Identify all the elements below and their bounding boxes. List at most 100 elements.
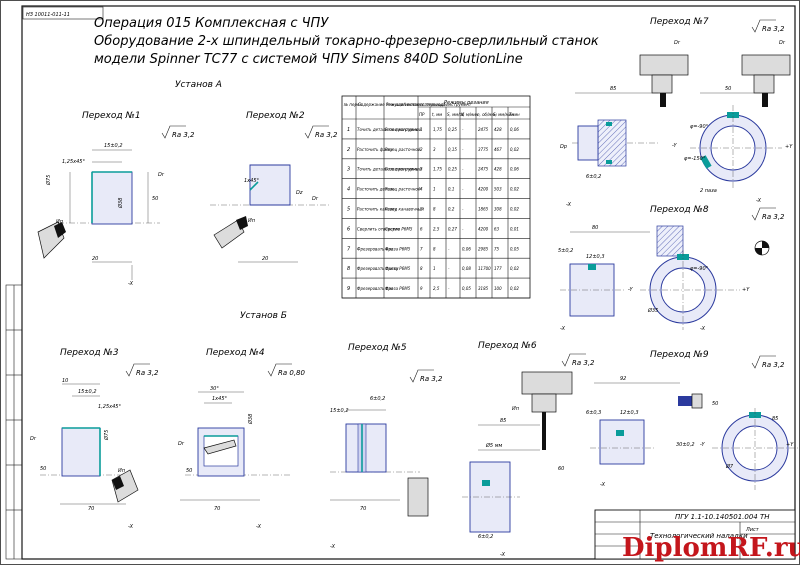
doc-title: Технологический наладки [650,532,748,540]
svg-text:1,25х45°: 1,25х45° [62,159,85,165]
svg-text:φ=-150°: φ=-150° [684,156,706,162]
svg-text:12±0,3: 12±0,3 [620,410,639,416]
svg-text:6±0,2: 6±0,2 [586,174,601,180]
transition-1: Переход №1 Ra 3,2 15±0,2 1,25х45° Ø75 20… [37,111,195,287]
table-cell-tool: Фреза Р6М5 [385,266,411,271]
table-cell-content: Расточить деталь [357,187,395,192]
table-cell-content: Фрезеровать лыску [357,266,399,271]
boring-bar [203,439,237,455]
table-cell-value: 0,08 [462,266,471,271]
table-col-header: S, мм/мин [493,112,514,117]
table-cell-no: 8 [347,266,350,272]
svg-text:20: 20 [92,256,98,262]
table-cell-tool: Резец расточной [385,187,421,192]
table-cell-value: 1,75 [433,127,442,132]
svg-text:Ø75: Ø75 [45,175,52,186]
table-cell-value: 0,05 [510,246,519,251]
table-cell-tool: Резец контурный [385,127,422,132]
table-cell-value: 0,06 [510,167,519,172]
transition-9-title: Переход №9 [650,350,709,360]
svg-text:Содержание технологического пе: Содержание технологического перехода [358,102,446,107]
boring-tool [213,219,245,249]
svg-text:+Y: +Y [742,287,750,293]
table-cell-value: 8 [420,266,423,271]
svg-text:-X: -X [600,482,606,488]
table-cell-value: 0,1 [448,187,454,192]
svg-text:-X: -X [128,281,134,287]
svg-text:Ø5 мм: Ø5 мм [485,442,502,449]
table-cell-value: 2475 [478,127,489,132]
svg-text:1х45°: 1х45° [244,178,260,184]
side-code: НЗ 10011-011-11 [26,12,70,18]
svg-text:Ип: Ип [512,406,520,412]
table-cell-value: 1 [433,187,436,192]
transition-5: Переход №5 Ra 3,2 15±0,2 6±0,2 70 -X [330,343,443,550]
milling-head-2 [741,54,791,76]
table-cell-no: 2 [347,147,350,153]
svg-text:2 паза: 2 паза [700,188,717,194]
header-title: Операция 015 Комплексная с ЧПУ Оборудова… [94,16,599,67]
svg-text:Dz: Dz [296,190,303,196]
table-cell-no: 6 [347,226,350,232]
table-cell-value: 4200 [478,226,489,231]
table-cell-tool: Фреза Р6М5 [385,286,411,291]
svg-text:Ra 3,2: Ra 3,2 [572,359,595,367]
setup-b-label: Установ Б [240,311,287,321]
table-cell-value: 7 [420,246,423,251]
table-col-header: Тмин [509,112,520,117]
roughness-mark: Ra 3,2 [409,369,443,383]
transition-8: Переход №8 Ra 3,2 80 5±0,2 12±0,3 φ=-90°… [558,205,785,332]
table-cell-value: 9 [420,286,423,291]
svg-text:Ra 3,2: Ra 3,2 [762,25,785,33]
table-cell-no: 4 [347,187,350,193]
svg-text:φ=-90°: φ=-90° [690,124,709,130]
table-cell-value: 3775 [478,147,489,152]
svg-text:85: 85 [772,416,778,422]
svg-text:70: 70 [88,506,94,512]
table-cell-value: 2985 [478,246,489,251]
svg-text:30±0,2: 30±0,2 [676,442,695,448]
svg-text:20: 20 [262,256,268,262]
table-cell-value: 467 [494,147,502,152]
svg-text:Ra 3,2: Ra 3,2 [420,375,443,383]
svg-text:-Y: -Y [700,442,705,448]
watermark-text: DiplomRF.ru [622,533,800,563]
svg-text:15±0,2: 15±0,2 [104,143,123,149]
table-cell-content: Сверлить отверстие [357,226,401,231]
table-cell-value: 0,02 [510,187,519,192]
svg-text:15±0,2: 15±0,2 [330,408,349,414]
table-cell-value: 308 [494,207,502,212]
workpiece-section [597,119,627,167]
doc-code: ПГУ 1.1-10.140501.004 ТН [675,513,770,521]
table-cell-value: 0,27 [448,226,457,231]
roughness-mark: Ra 3,2 [561,353,595,367]
table-cell-value: 1 [420,127,423,132]
svg-text:-X: -X [566,202,572,208]
table-cell-value: 0,02 [510,207,519,212]
table-cell-value: 0,2 [448,207,455,212]
table-cell-value: 503 [494,187,502,192]
svg-text:Ип: Ип [56,219,64,225]
svg-text:Ra 0,80: Ra 0,80 [278,369,306,377]
workpiece [91,171,133,225]
header-line-1: Операция 015 Комплексная с ЧПУ [94,16,329,31]
table-cell-value: - [462,187,464,192]
roughness-mark: Ra 3,2 [161,125,195,139]
table-cell-tool: Резец расточной [385,147,421,152]
table-col-header: ПР [419,112,425,117]
table-cell-content: Расточить фаску [357,147,393,152]
transition-5-title: Переход №5 [348,343,407,353]
table-cell-value: 2,5 [433,226,440,231]
table-cell-content: Точить деталь по программе [357,167,419,172]
svg-text:6±0,2: 6±0,2 [370,396,385,402]
